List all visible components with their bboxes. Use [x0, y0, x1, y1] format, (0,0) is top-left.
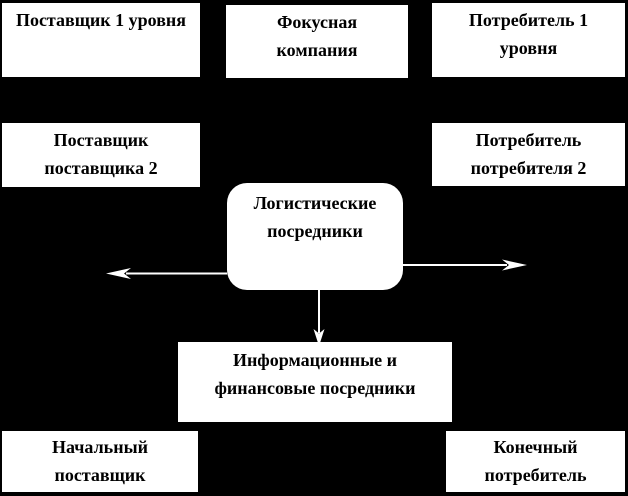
box-initial-supplier-label: Начальный поставщик	[51, 437, 148, 485]
box-info-financial-intermediaries: Информационные и финансовые посредники	[178, 342, 452, 422]
box-final-consumer: Конечный потребитель	[446, 431, 625, 492]
left-arrow-icon	[106, 268, 227, 279]
box-supplier-level-1: Поставщик 1 уровня	[2, 3, 200, 77]
box-consumer-of-consumer-2-label: Потребитель потребителя 2	[470, 130, 587, 178]
box-logistics-intermediaries: Логистические посредники	[227, 183, 403, 290]
box-initial-supplier: Начальный поставщик	[2, 431, 198, 492]
box-final-consumer-label: Конечный потребитель	[484, 437, 587, 485]
box-consumer-level-1: Потребитель 1 уровня	[432, 3, 625, 77]
box-consumer-level-1-label: Потребитель 1 уровня	[468, 10, 589, 58]
box-supplier-of-supplier-2: Поставщик поставщика 2	[2, 123, 200, 187]
box-supplier-of-supplier-2-label: Поставщик поставщика 2	[44, 130, 158, 178]
box-focus-company: Фокусная компания	[226, 5, 408, 78]
box-info-financial-intermediaries-label: Информационные и финансовые посредники	[214, 350, 416, 398]
box-logistics-intermediaries-label: Логистические посредники	[253, 193, 377, 241]
box-consumer-of-consumer-2: Потребитель потребителя 2	[432, 123, 625, 186]
box-focus-company-label: Фокусная компания	[276, 12, 358, 60]
right-arrow-icon	[403, 259, 527, 271]
down-arrow-icon	[313, 290, 325, 346]
box-supplier-level-1-label: Поставщик 1 уровня	[15, 10, 187, 30]
